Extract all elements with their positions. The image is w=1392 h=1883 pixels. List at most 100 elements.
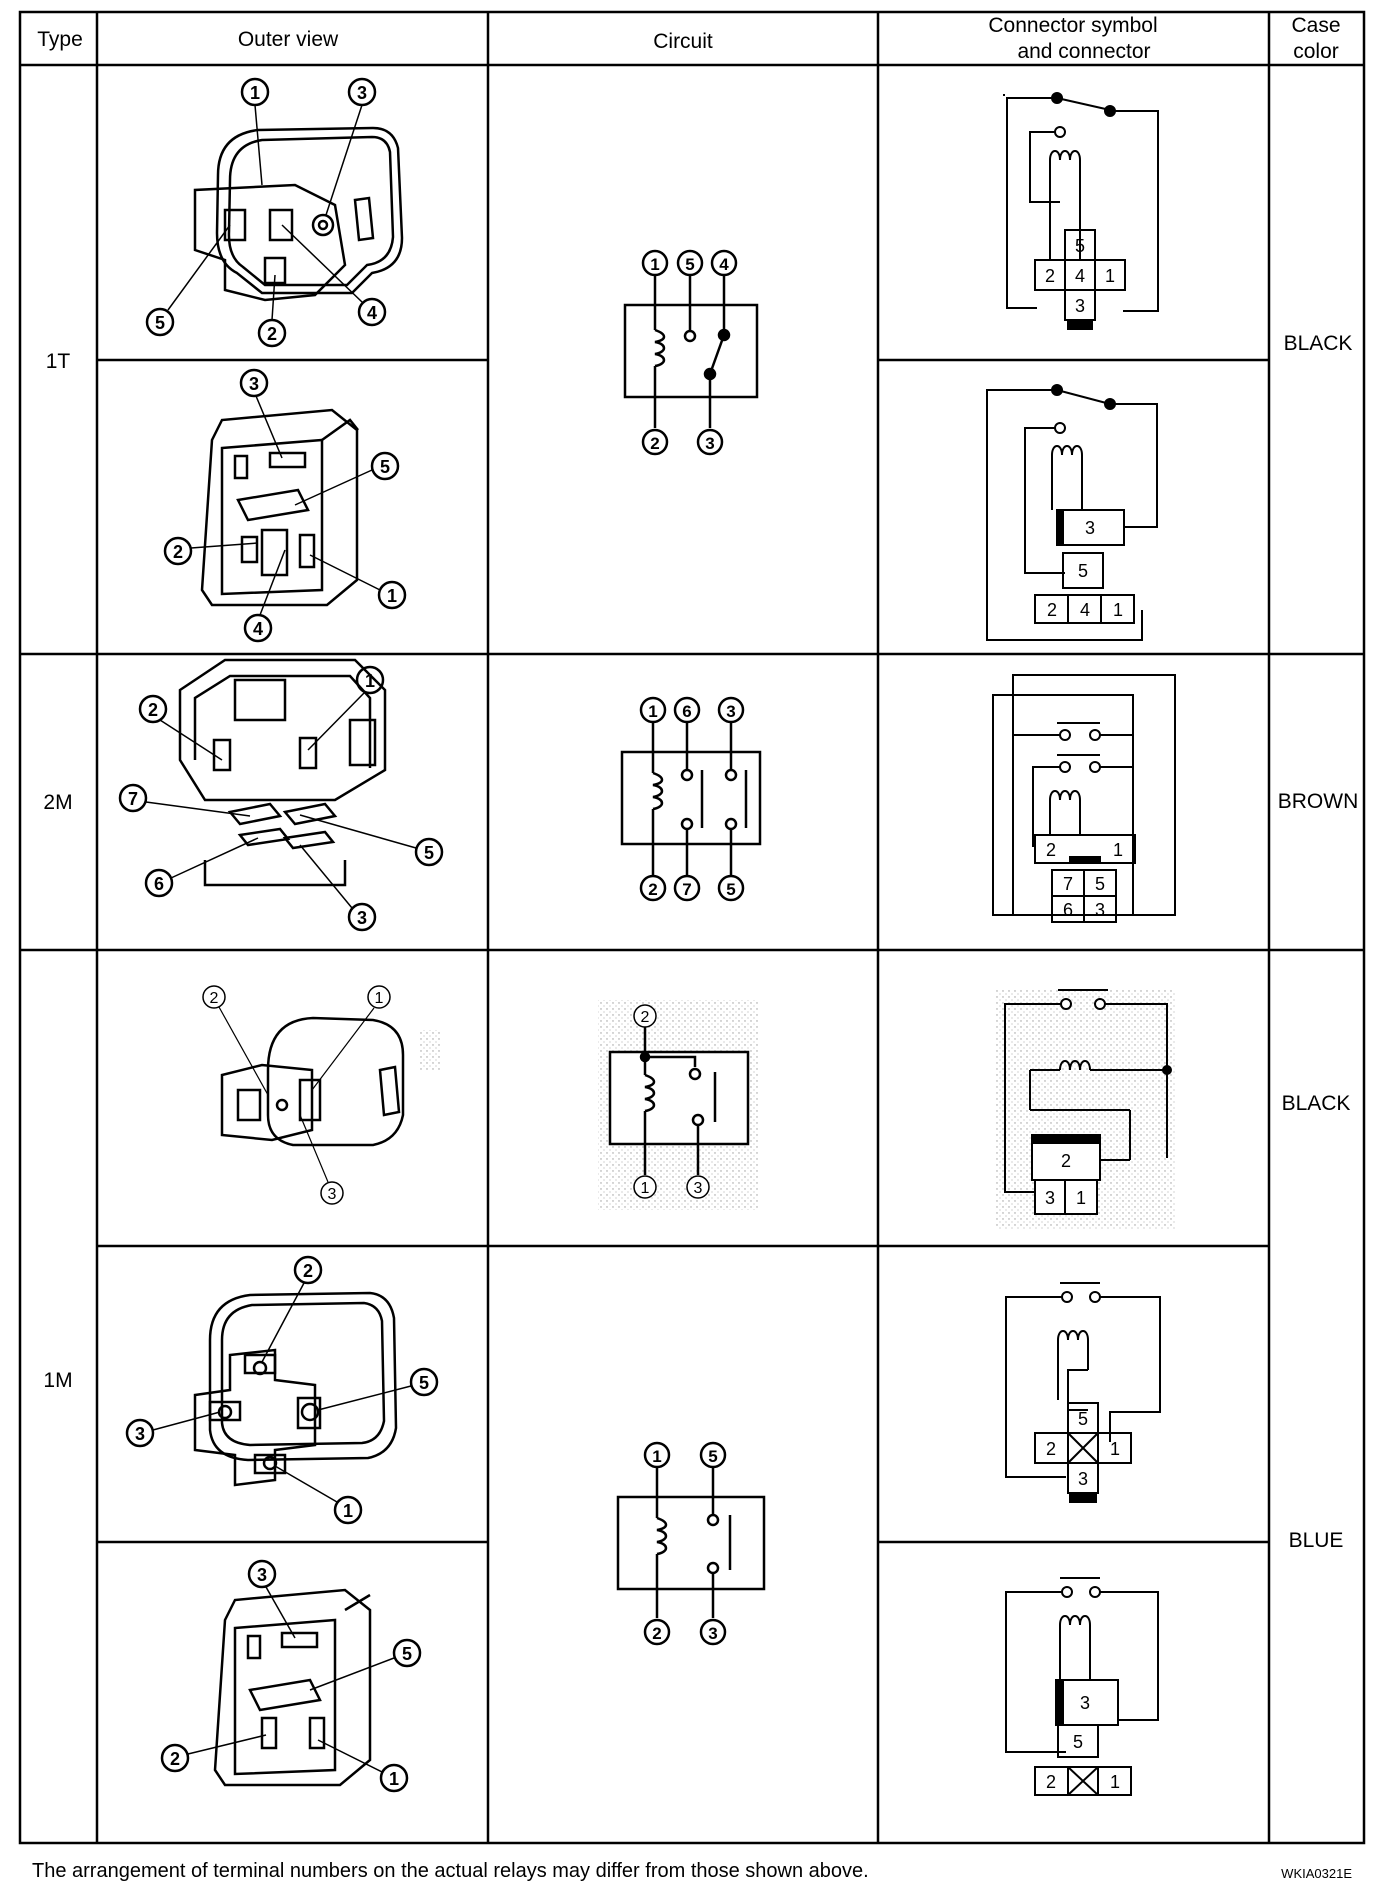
svg-text:5: 5 bbox=[685, 255, 694, 274]
svg-text:3: 3 bbox=[249, 374, 259, 394]
connector-1t-b-labels: 3 5 2 4 1 bbox=[1047, 518, 1123, 620]
outer-view-1m-b-labels: 2 5 3 1 bbox=[125, 1255, 439, 1525]
connector-1m-a bbox=[995, 989, 1175, 1230]
svg-text:2: 2 bbox=[1046, 840, 1056, 860]
svg-text:3: 3 bbox=[257, 1565, 267, 1585]
connector-1t-a bbox=[1003, 92, 1159, 330]
terminal-3-marker: 3 bbox=[125, 1418, 155, 1448]
connector-1m-c bbox=[1005, 1577, 1159, 1796]
table-grid bbox=[18, 10, 1366, 1845]
svg-text:1: 1 bbox=[652, 1447, 661, 1466]
terminal-1-marker: 1 bbox=[641, 249, 669, 277]
terminal-2-marker: 2 bbox=[138, 694, 168, 724]
terminal-5-marker: 5 bbox=[699, 1441, 727, 1469]
svg-text:3: 3 bbox=[694, 1180, 703, 1197]
terminal-4-marker: 4 bbox=[710, 249, 738, 277]
svg-text:6: 6 bbox=[682, 702, 691, 721]
terminal-3-marker: 3 bbox=[686, 1175, 710, 1199]
header-case-line2: color bbox=[1293, 40, 1339, 63]
svg-text:1: 1 bbox=[343, 1501, 353, 1521]
terminal-2-marker: 2 bbox=[633, 1004, 657, 1028]
svg-text:5: 5 bbox=[1075, 236, 1085, 256]
terminal-3-marker: 3 bbox=[320, 1181, 344, 1205]
svg-text:1: 1 bbox=[375, 990, 384, 1007]
terminal-1-marker: 1 bbox=[379, 1763, 409, 1793]
svg-text:2: 2 bbox=[148, 700, 158, 720]
terminal-5-marker: 5 bbox=[414, 837, 444, 867]
svg-text:4: 4 bbox=[1075, 266, 1085, 286]
svg-text:3: 3 bbox=[708, 1624, 717, 1643]
svg-text:5: 5 bbox=[1078, 1409, 1088, 1429]
svg-text:3: 3 bbox=[1080, 1693, 1090, 1713]
outer-view-1m-c-labels: 3 5 2 1 bbox=[160, 1559, 422, 1793]
outer-view-1t-b bbox=[200, 408, 359, 607]
svg-text:5: 5 bbox=[1095, 874, 1105, 894]
terminal-1-marker: 1 bbox=[633, 1175, 657, 1199]
svg-text:1: 1 bbox=[1113, 600, 1123, 620]
svg-text:1: 1 bbox=[387, 586, 397, 606]
terminal-2-marker: 2 bbox=[202, 985, 226, 1009]
svg-text:2: 2 bbox=[1046, 1772, 1056, 1792]
circuit-2m-labels: 1 6 3 2 7 5 bbox=[639, 696, 745, 902]
svg-text:2: 2 bbox=[1047, 600, 1057, 620]
terminal-2-marker: 2 bbox=[641, 428, 669, 456]
terminal-4-marker: 4 bbox=[357, 297, 387, 327]
svg-text:3: 3 bbox=[1078, 1469, 1088, 1489]
outer-view-1m-c bbox=[213, 1588, 372, 1787]
svg-text:2: 2 bbox=[303, 1261, 313, 1281]
case-color-1m: BLUE bbox=[1289, 1529, 1344, 1552]
svg-text:3: 3 bbox=[1085, 518, 1095, 538]
svg-text:2: 2 bbox=[1046, 1439, 1056, 1459]
header-connector-line2: and connector bbox=[1017, 40, 1150, 63]
outer-view-2m-labels: 1 2 7 5 6 3 bbox=[118, 665, 444, 932]
svg-text:5: 5 bbox=[402, 1644, 412, 1664]
terminal-1-marker: 1 bbox=[333, 1495, 363, 1525]
header-circuit: Circuit bbox=[653, 30, 713, 53]
svg-text:3: 3 bbox=[135, 1424, 145, 1444]
svg-text:3: 3 bbox=[705, 434, 714, 453]
svg-text:5: 5 bbox=[708, 1447, 717, 1466]
svg-text:7: 7 bbox=[682, 880, 691, 899]
svg-text:4: 4 bbox=[253, 619, 263, 639]
svg-text:1: 1 bbox=[1113, 840, 1123, 860]
header-outer-view: Outer view bbox=[238, 28, 339, 51]
terminal-6-marker: 6 bbox=[144, 868, 174, 898]
svg-text:3: 3 bbox=[726, 702, 735, 721]
circuit-1m-a bbox=[598, 1000, 758, 1210]
circuit-1m-b bbox=[616, 1468, 766, 1618]
svg-text:5: 5 bbox=[1073, 1732, 1083, 1752]
connector-2m-labels: 2 1 7 5 6 3 bbox=[1046, 840, 1123, 920]
type-label-1m: 1M bbox=[43, 1369, 72, 1392]
outer-view-1m-a bbox=[220, 1016, 440, 1147]
terminal-5-marker: 5 bbox=[717, 874, 745, 902]
svg-text:5: 5 bbox=[380, 457, 390, 477]
svg-text:3: 3 bbox=[1075, 296, 1085, 316]
terminal-7-marker: 7 bbox=[673, 874, 701, 902]
terminal-2-marker: 2 bbox=[160, 1743, 190, 1773]
terminal-1-marker: 1 bbox=[639, 696, 667, 724]
case-color-1m-top: BLACK bbox=[1282, 1092, 1351, 1115]
svg-text:2: 2 bbox=[210, 990, 219, 1007]
connector-1t-a-labels: 5 2 4 1 3 bbox=[1045, 236, 1115, 316]
terminal-3-marker: 3 bbox=[717, 696, 745, 724]
outer-view-2m bbox=[178, 658, 387, 887]
svg-text:1: 1 bbox=[250, 83, 260, 103]
header-type: Type bbox=[37, 28, 83, 51]
type-label-1t: 1T bbox=[46, 350, 71, 373]
svg-text:5: 5 bbox=[726, 880, 735, 899]
svg-text:2: 2 bbox=[648, 880, 657, 899]
terminal-5-marker: 5 bbox=[409, 1367, 439, 1397]
outer-view-1t-a-labels: 1 3 5 2 4 bbox=[145, 77, 387, 348]
outer-view-1m-a-labels: 2 1 3 bbox=[202, 985, 391, 1205]
svg-text:6: 6 bbox=[154, 874, 164, 894]
svg-text:2: 2 bbox=[641, 1009, 650, 1026]
header-connector-line1: Connector symbol bbox=[988, 14, 1157, 37]
svg-text:1: 1 bbox=[389, 1769, 399, 1789]
terminal-1-marker: 1 bbox=[240, 77, 270, 107]
svg-text:1: 1 bbox=[648, 702, 657, 721]
terminal-5-marker: 5 bbox=[370, 451, 400, 481]
connector-1m-b-labels: 5 2 1 3 bbox=[1046, 1409, 1120, 1489]
case-color-1t: BLACK bbox=[1284, 332, 1353, 355]
terminal-3-marker: 3 bbox=[247, 1559, 277, 1589]
